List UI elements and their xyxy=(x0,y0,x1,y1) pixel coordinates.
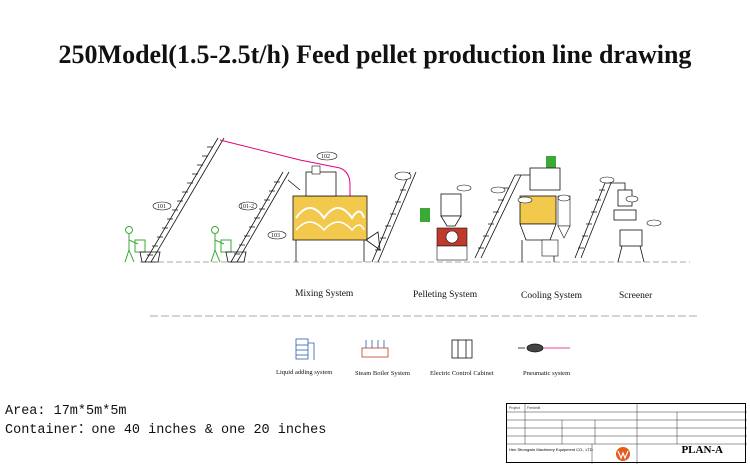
screw-conveyor-101 xyxy=(139,137,225,263)
elevator-to-screener xyxy=(574,182,626,259)
pellet-mill xyxy=(420,187,471,261)
tb-company: Hen Strongwin Machinery Equipment CO., L… xyxy=(509,447,593,452)
screw-conveyor-103 xyxy=(225,171,290,263)
title-block-grid xyxy=(507,404,747,464)
label-mixing-system: Mixing System xyxy=(295,289,354,299)
tag-101: 101 xyxy=(157,204,166,210)
pneumatic-icon xyxy=(518,343,570,353)
label-steam-boiler: Steam Boiler System xyxy=(355,370,410,377)
label-liquid-adding: Liquid adding system xyxy=(276,369,332,376)
area-text: Area: 17m*5m*5m xyxy=(5,404,127,419)
mixer xyxy=(287,165,368,262)
worker-2 xyxy=(210,226,225,263)
page-title: 250Model(1.5-2.5t/h) Feed pellet product… xyxy=(58,40,692,69)
label-electric-cabinet: Electric Control Cabinet xyxy=(430,370,494,377)
tag-104: 101-2 xyxy=(240,204,254,210)
feed-bag-1 xyxy=(134,239,146,253)
label-pelleting-system: Pelleting System xyxy=(413,290,478,300)
electric-cabinet-icon xyxy=(451,339,473,359)
worker-1 xyxy=(124,226,139,263)
steam-boiler-icon xyxy=(361,340,389,358)
pipe-line xyxy=(219,139,351,200)
container-text: Container：one 40 inches & one 20 inches xyxy=(5,423,327,438)
label-cooling-system: Cooling System xyxy=(521,291,583,301)
label-pneumatic: Pneumatic system xyxy=(523,370,570,377)
tag-103: 103 xyxy=(271,233,280,239)
label-screener: Screener xyxy=(619,291,653,301)
feed-bag-2 xyxy=(220,239,232,253)
tb-project-label: Project xyxy=(509,406,520,410)
tb-plan: PLAN-A xyxy=(681,444,723,456)
cooler xyxy=(519,156,571,262)
tb-drawing-name: Feedmill xyxy=(527,406,541,410)
title-block: Project Feedmill Hen Strongwin Machinery… xyxy=(506,403,747,464)
area-info: Area: 17m*5m*5m Container：one 40 inches … xyxy=(5,402,326,440)
screener xyxy=(613,189,645,263)
tag-102: 102 xyxy=(321,154,330,160)
liquid-adding-icon xyxy=(295,338,315,360)
screw-conveyor-to-pellet xyxy=(365,171,417,263)
